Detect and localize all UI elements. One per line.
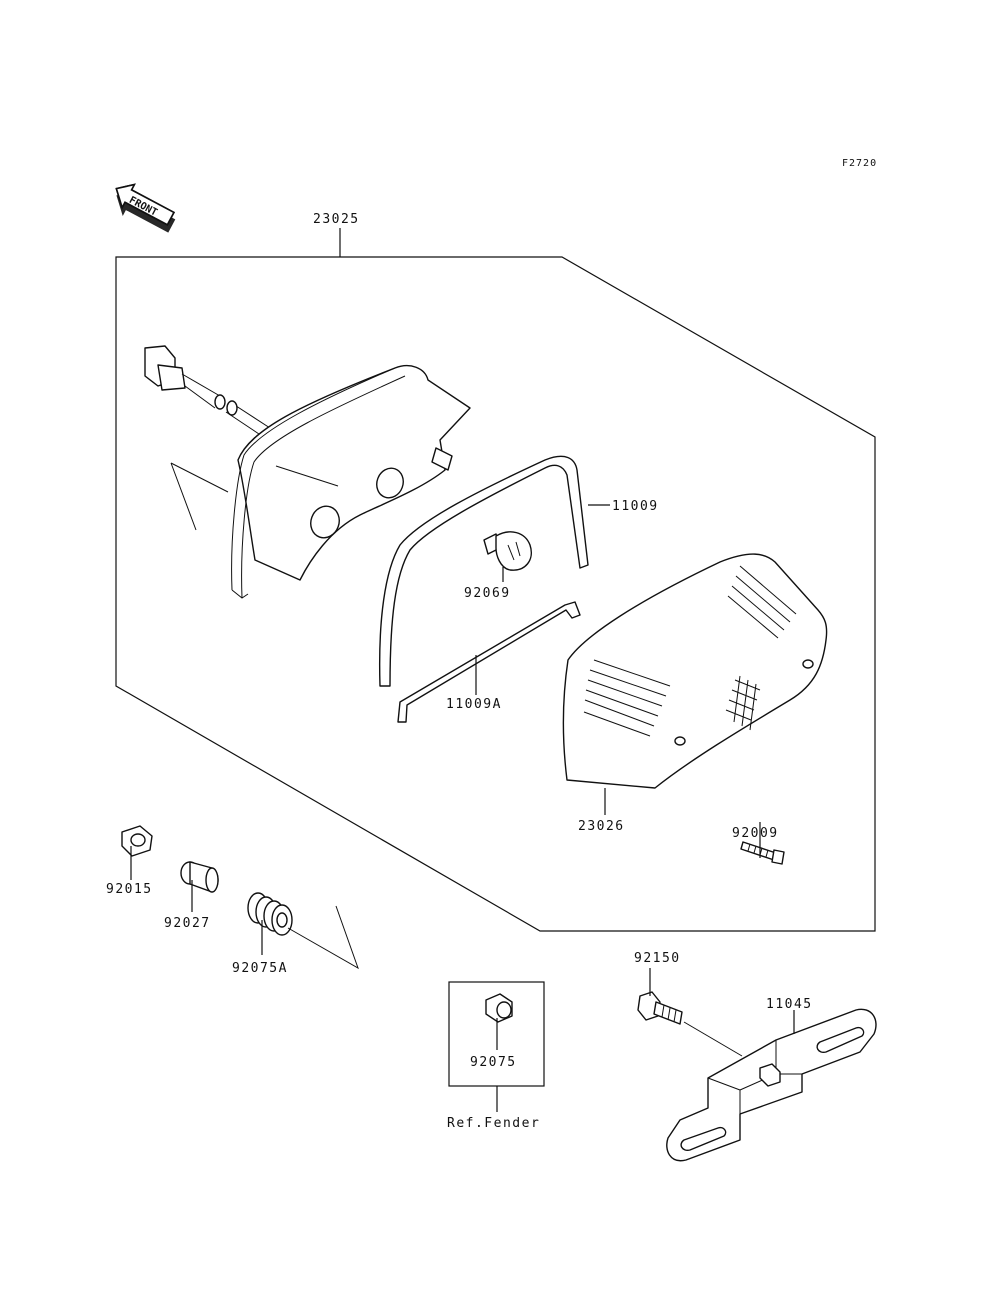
label-92075A: 92075A xyxy=(232,961,288,976)
pointer-92150 xyxy=(683,1021,743,1057)
grommet-92075A xyxy=(247,892,293,936)
label-ref-fender: Ref.Fender xyxy=(447,1116,540,1131)
label-92069: 92069 xyxy=(464,586,511,601)
gasket-11009 xyxy=(378,455,589,687)
label-23025: 23025 xyxy=(313,212,360,227)
label-92009: 92009 xyxy=(732,826,779,841)
bracket-11045 xyxy=(666,1008,877,1162)
front-arrow-icon: FRONT xyxy=(115,183,176,233)
nut-92015 xyxy=(121,825,153,857)
lens-23026 xyxy=(562,553,828,789)
label-11009A: 11009A xyxy=(446,697,502,712)
assembly-outline xyxy=(115,256,876,932)
taillight-housing xyxy=(144,345,471,599)
label-92075: 92075 xyxy=(470,1055,517,1070)
label-92150: 92150 xyxy=(634,951,681,966)
label-23026: 23026 xyxy=(578,819,625,834)
diagram-id: F2720 xyxy=(842,158,877,169)
bulb-92069 xyxy=(483,531,532,571)
label-92027: 92027 xyxy=(164,916,211,931)
screw-92009 xyxy=(740,841,785,865)
strip-11009A xyxy=(397,601,581,723)
grommet-92075 xyxy=(485,993,513,1023)
label-11009: 11009 xyxy=(612,499,659,514)
collar-92027 xyxy=(180,861,219,893)
bolt-92150 xyxy=(637,991,683,1025)
label-92015: 92015 xyxy=(106,882,153,897)
pointer-92075A xyxy=(287,905,359,970)
label-11045: 11045 xyxy=(766,997,813,1012)
